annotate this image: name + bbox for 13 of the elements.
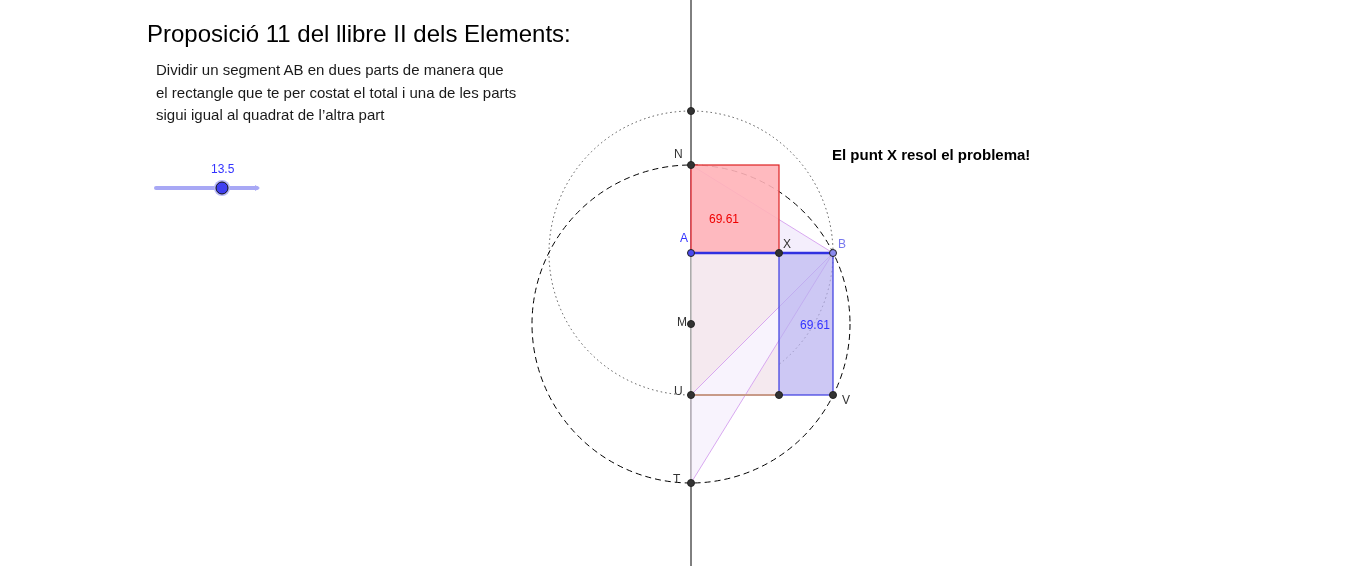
point-label: U <box>674 384 683 399</box>
point-label: V <box>842 393 850 408</box>
point-label: N <box>674 147 683 162</box>
point-label: B <box>838 237 846 252</box>
point-label: A <box>680 231 688 246</box>
point-label: M <box>677 315 687 330</box>
area-value: 69.61 <box>709 212 740 227</box>
description-text: Dividir un segment AB en dues parts de manera que el rectangle que te per costat el total i una de les parts sigui igual al quadrat de l’altra part <box>156 60 517 125</box>
slider-value: 13.5 <box>211 162 235 177</box>
area-value: 69.61 <box>800 318 831 333</box>
result-note: El punt X resol el problema! <box>832 146 1031 164</box>
title: Proposició 11 del llibre II dels Elements: <box>147 20 571 48</box>
point-label: X <box>783 237 791 252</box>
